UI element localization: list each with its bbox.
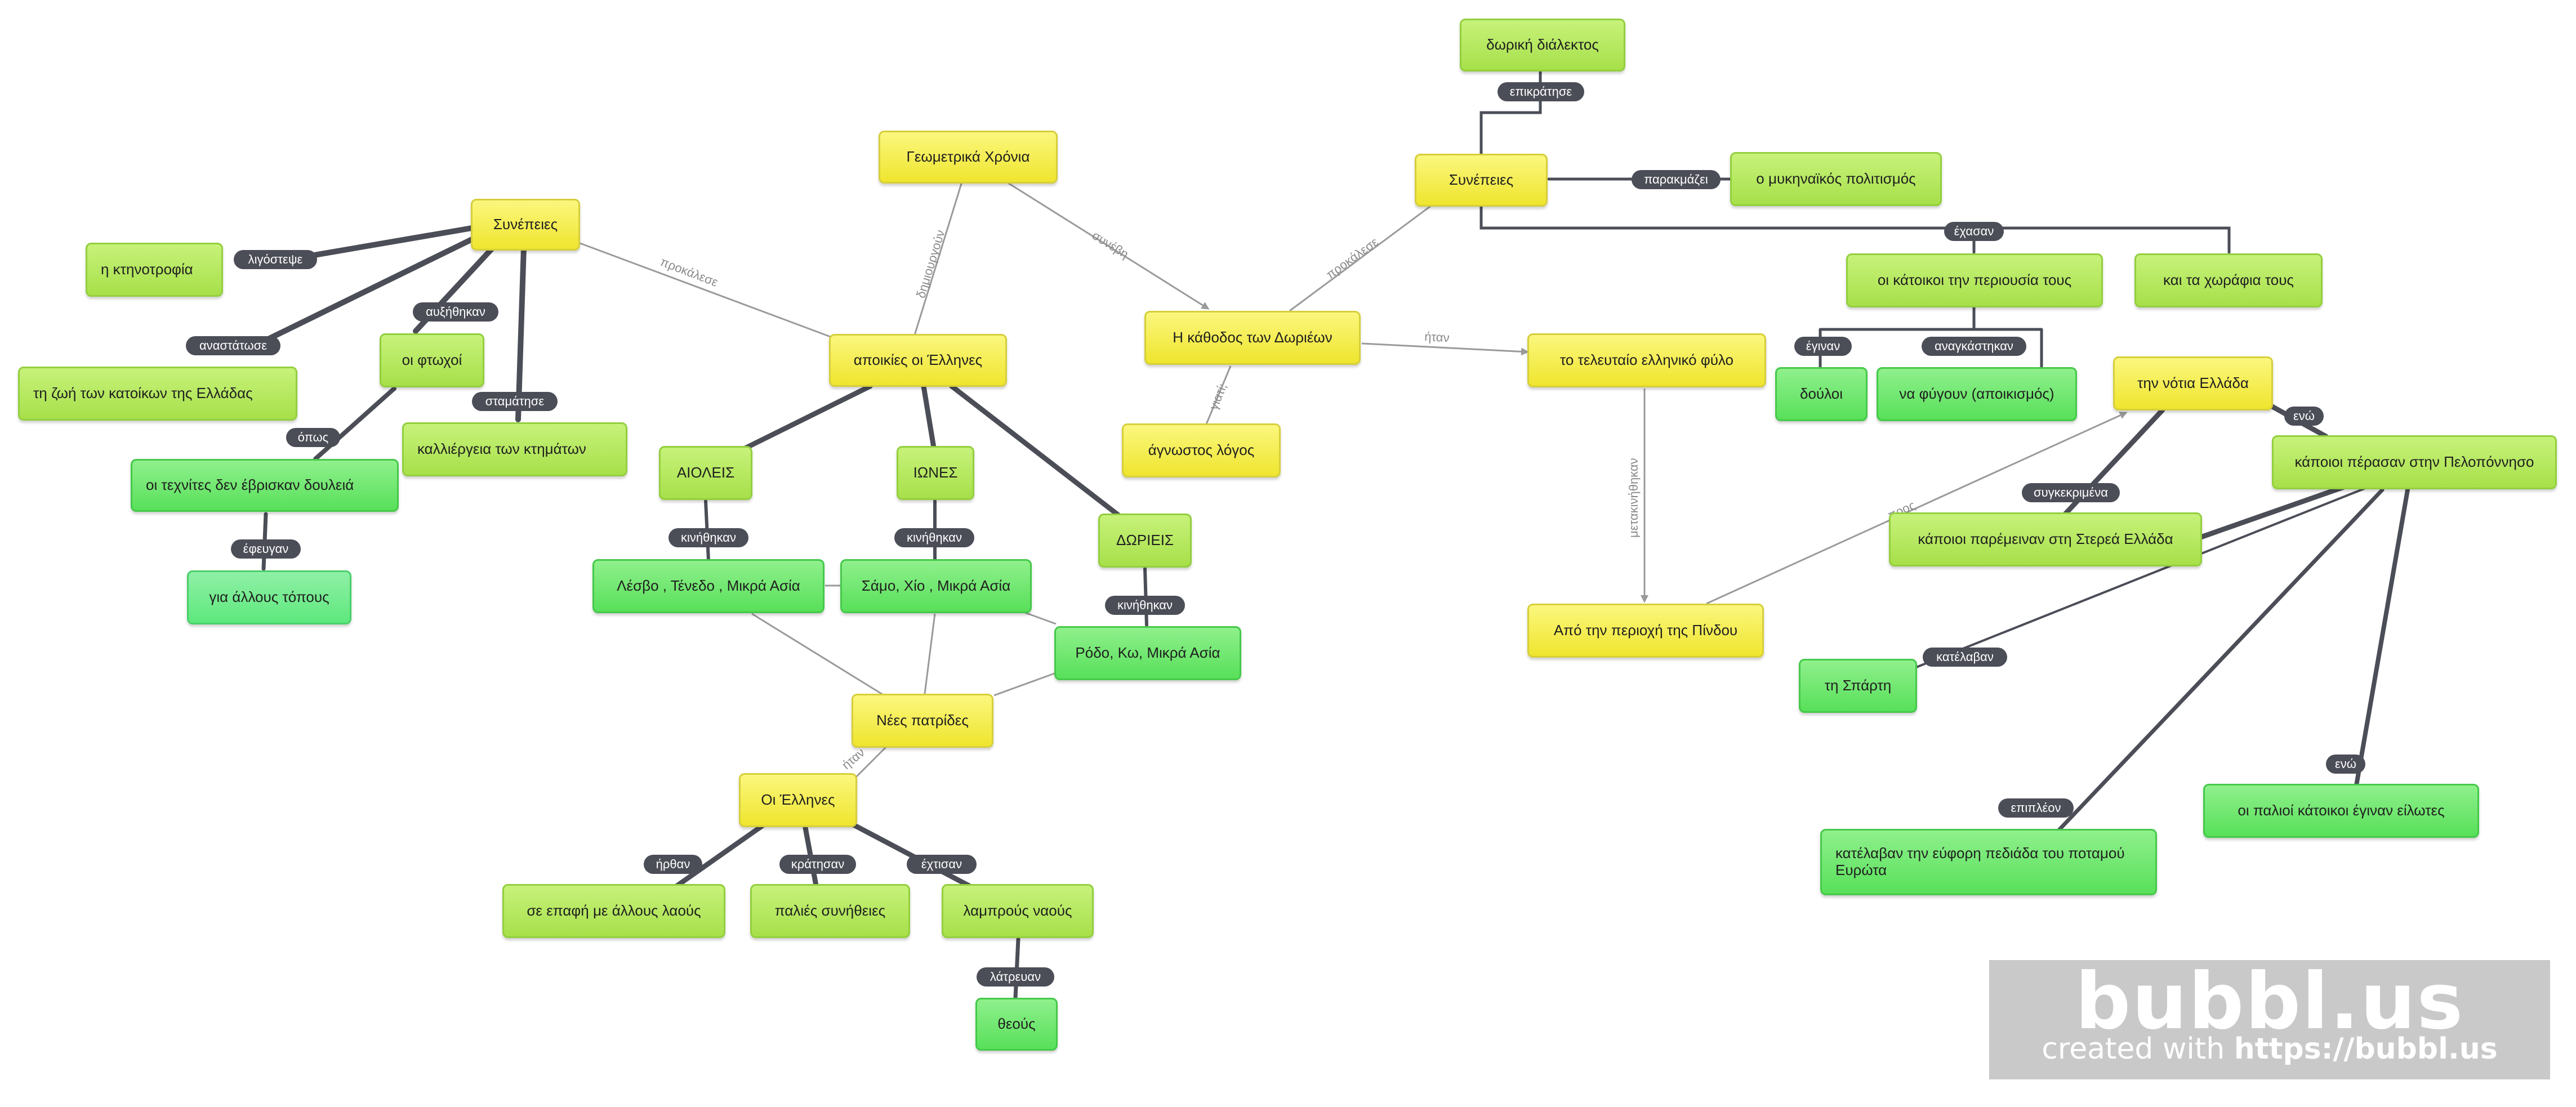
edge-label-katelavan: κατέλαβαν bbox=[1923, 648, 2007, 667]
edge-label-kinithikan-aioleis: κινήθηκαν bbox=[668, 528, 748, 547]
node-kalliergeia[interactable]: καλλιέργεια των κτημάτων bbox=[402, 422, 627, 476]
link-samo-nees bbox=[924, 613, 936, 694]
link-synepeies-kalliergeia bbox=[515, 245, 527, 422]
bubbl-logo: bubbl.us bbox=[2075, 956, 2464, 1047]
edge-label-eno-1: ενώ bbox=[2284, 407, 2324, 426]
edge-label-afxithikan: αυξήθηκαν bbox=[413, 302, 498, 322]
node-notia[interactable]: την νότια Ελλάδα bbox=[2113, 356, 2273, 410]
node-apoikies[interactable]: αποικίες οι Έλληνες bbox=[829, 334, 1007, 387]
edge-label-extisan: έχτισαν bbox=[907, 855, 977, 874]
node-geometrika[interactable]: Γεωμετρικά Χρόνια bbox=[879, 131, 1058, 184]
node-sterea[interactable]: κάποιοι παρέμειναν στη Στερεά Ελλάδα bbox=[1889, 512, 2202, 566]
node-mykinaikos[interactable]: ο μυκηναϊκός πολιτισμός bbox=[1730, 152, 1942, 206]
node-eilotes[interactable]: οι παλιοί κάτοικοι έγιναν είλωτες bbox=[2203, 784, 2479, 838]
node-fygoun[interactable]: να φύγουν (αποικισμός) bbox=[1877, 367, 2077, 421]
link-label-metakinithikan: μετακινήθηκαν bbox=[1626, 458, 1641, 538]
link-ellines-epafi bbox=[670, 816, 774, 891]
edge-label-kinithikan-dorieis: κινήθηκαν bbox=[1105, 596, 1185, 615]
node-sparti[interactable]: τη Σπάρτη bbox=[1799, 659, 1917, 713]
bubbl-tagline: created with https://bubbl.us bbox=[1989, 1032, 2550, 1066]
link-apoikies-aioleis bbox=[738, 383, 873, 453]
edge-label-anastatose: αναστάτωσε bbox=[186, 336, 280, 355]
node-iones[interactable]: ΙΩΝΕΣ bbox=[897, 446, 974, 500]
edge-label-eginan: έγιναν bbox=[1794, 337, 1852, 356]
link-peloponniso-sterea bbox=[2196, 479, 2363, 541]
link-synepeies-zoi bbox=[256, 236, 475, 346]
edge-label-irthan: ήρθαν bbox=[644, 855, 702, 874]
link-geometrika-apoikies bbox=[911, 174, 965, 343]
link-nees-ellines bbox=[855, 745, 888, 778]
node-allous-topous[interactable]: για άλλους τόπους bbox=[187, 570, 351, 624]
edge-label-paraklazei: παρακμάζει bbox=[1632, 170, 1721, 189]
node-texnites[interactable]: οι τεχνίτες δεν έβρισκαν δουλειά bbox=[131, 459, 399, 512]
node-samo[interactable]: Σάμο, Χίο , Μικρά Ασία bbox=[840, 559, 1032, 613]
node-synitheies[interactable]: παλιές συνήθειες bbox=[750, 884, 910, 938]
node-periousia[interactable]: οι κάτοικοι την περιουσία τους bbox=[1846, 253, 2103, 307]
edge-label-efeygan: έφευγαν bbox=[231, 539, 301, 559]
edge-label-latrevan: λάτρευαν bbox=[977, 967, 1054, 987]
node-teleutaio[interactable]: το τελευταίο ελληνικό φύλο bbox=[1527, 333, 1766, 387]
node-kathodos[interactable]: Η κάθοδος των Δωριέων bbox=[1144, 311, 1361, 365]
link-apoikies-iones bbox=[921, 383, 937, 450]
bubbl-tagline-prefix: created with bbox=[2042, 1032, 2234, 1066]
edge-label-ligosteve: λιγόστεψε bbox=[234, 250, 317, 269]
node-oi-ellines[interactable]: Οι Έλληνες bbox=[739, 773, 857, 827]
node-rodo[interactable]: Ρόδο, Κω, Μικρά Ασία bbox=[1054, 626, 1241, 680]
edge-label-anagkastikan: αναγκάστηκαν bbox=[1922, 337, 2026, 356]
node-epafi[interactable]: σε επαφή με άλλους λαούς bbox=[502, 884, 725, 938]
node-aioleis[interactable]: ΑΙΟΛΕΙΣ bbox=[659, 446, 752, 500]
node-synepeies-right[interactable]: Συνέπειες bbox=[1415, 154, 1548, 207]
node-agnostos[interactable]: άγνωστος λόγος bbox=[1122, 423, 1281, 477]
edge-label-stamatise: σταμάτησε bbox=[472, 392, 558, 411]
link-periousia-split bbox=[1819, 305, 2043, 371]
node-zoi[interactable]: τη ζωή των κατοίκων της Ελλάδας bbox=[18, 367, 297, 421]
link-geometrika-kathodos bbox=[1008, 182, 1210, 310]
node-ktinotrofia[interactable]: η κτηνοτροφία bbox=[86, 243, 223, 297]
bubbl-url[interactable]: https://bubbl.us bbox=[2234, 1032, 2498, 1066]
node-xorafia[interactable]: και τα χωράφια τους bbox=[2134, 253, 2323, 307]
bubbl-watermark[interactable]: bubbl.us created with https://bubbl.us bbox=[1989, 960, 2550, 1079]
node-theous[interactable]: θεούς bbox=[975, 998, 1058, 1051]
edge-label-opos: όπως bbox=[286, 428, 340, 447]
link-peloponniso-eilotes bbox=[2352, 488, 2410, 801]
node-peloponniso[interactable]: κάποιοι πέρασαν στην Πελοπόννησο bbox=[2272, 435, 2557, 489]
link-lesvo-nees bbox=[751, 613, 885, 697]
node-naous[interactable]: λαμπρούς ναούς bbox=[942, 884, 1094, 938]
node-lesvo[interactable]: Λέσβο , Τένεδο , Μικρά Ασία bbox=[592, 559, 825, 613]
link-apoikies-dorieis bbox=[949, 383, 1124, 520]
link-pindou-notia bbox=[1706, 412, 2128, 605]
edge-label-epikratise: επικράτησε bbox=[1498, 82, 1584, 101]
node-dorieis[interactable]: ΔΩΡΙΕΙΣ bbox=[1098, 514, 1192, 568]
node-synepeies-left[interactable]: Συνέπειες bbox=[471, 199, 580, 251]
edge-label-eno-2: ενώ bbox=[2326, 755, 2365, 774]
link-label-itan: ήταν bbox=[1424, 329, 1450, 345]
link-kathodos-synepeies bbox=[1289, 199, 1439, 312]
node-evrota[interactable]: κατέλαβαν την εύφορη πεδιάδα του ποταμού… bbox=[1820, 829, 2157, 895]
node-douloi[interactable]: δούλοι bbox=[1775, 367, 1868, 421]
link-samo-rodo bbox=[1024, 611, 1057, 625]
edge-label-epipleon: επιπλέον bbox=[1998, 798, 2074, 818]
link-synepeies-exasan bbox=[1479, 204, 2231, 254]
node-ftoxoi[interactable]: οι φτωχοί bbox=[380, 333, 484, 387]
edge-label-kinithikan-iones: κινήθηκαν bbox=[894, 528, 974, 547]
link-peloponniso-sparti bbox=[1908, 486, 2369, 671]
node-doriki[interactable]: δωρική διάλεκτος bbox=[1460, 19, 1625, 72]
link-synepeies-apoikies bbox=[580, 242, 857, 347]
edge-label-kratisan: κράτησαν bbox=[779, 855, 856, 874]
link-rodo-nees bbox=[993, 672, 1057, 697]
link-kathodos-agnostos bbox=[1204, 365, 1232, 427]
link-kathodos-teleutaio bbox=[1361, 342, 1529, 356]
link-ftoxoi-texnites bbox=[313, 386, 396, 461]
node-pindou[interactable]: Από την περιοχή της Πίνδου bbox=[1527, 604, 1764, 658]
node-nees-patrides[interactable]: Νέες πατρίδες bbox=[852, 694, 993, 748]
edge-label-exasan: έχασαν bbox=[1944, 222, 2004, 241]
link-peloponniso-evrota bbox=[2056, 488, 2385, 833]
edge-label-synkekrimena: συγκεκριμένα bbox=[2022, 483, 2120, 502]
